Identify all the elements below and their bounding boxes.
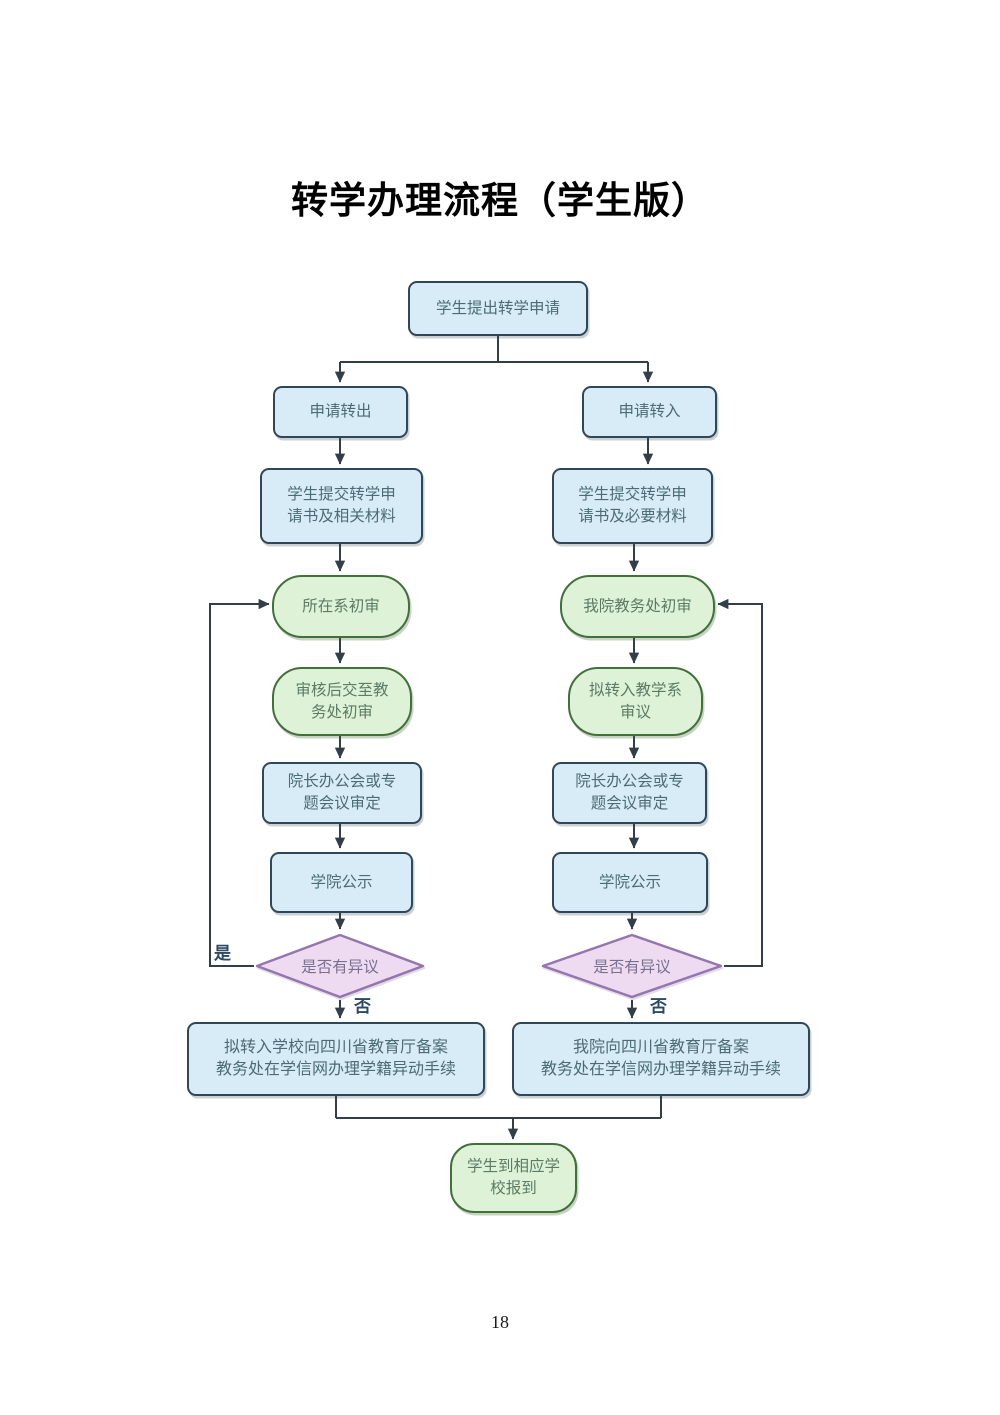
node-right-decision: 是否有异议 [540, 933, 724, 999]
node-right-dept-review: 拟转入教学系 审议 [568, 667, 703, 736]
connector-left-yes-loop [209, 598, 270, 967]
left-yes-label: 是 [214, 944, 231, 963]
node-right-office-review: 我院教务处初审 [560, 575, 715, 638]
node-left-decision: 是否有异议 [254, 933, 426, 999]
node-transfer-in: 申请转入 [582, 386, 717, 438]
node-left-publicity: 学院公示 [270, 852, 413, 913]
node-right-publicity: 学院公示 [552, 852, 708, 913]
node-start: 学生提出转学申请 [408, 281, 588, 336]
node-left-meeting: 院长办公会或专 题会议审定 [262, 762, 422, 824]
node-left-record: 拟转入学校向四川省教育厅备案 教务处在学信网办理学籍异动手续 [187, 1022, 485, 1096]
left-no-label: 否 [354, 997, 371, 1016]
node-transfer-out: 申请转出 [273, 386, 408, 438]
right-decision-diamond-shape [541, 933, 723, 999]
node-left-dept-review: 所在系初审 [272, 575, 410, 638]
node-right-submit: 学生提交转学申 请书及必要材料 [552, 468, 713, 544]
left-decision-label: 是否有异议 [301, 959, 379, 976]
node-end: 学生到相应学 校报到 [450, 1143, 577, 1213]
left-decision-diamond-shape [255, 933, 425, 999]
page-title: 转学办理流程（学生版） [291, 181, 709, 222]
node-left-submit: 学生提交转学申 请书及相关材料 [260, 468, 423, 544]
right-no-label: 否 [650, 997, 667, 1016]
right-decision-label: 是否有异议 [593, 959, 671, 976]
connector-right-yes-loop [717, 598, 763, 967]
page-number: 18 [491, 1312, 509, 1332]
node-right-record: 我院向四川省教育厅备案 教务处在学信网办理学籍异动手续 [512, 1022, 810, 1096]
node-left-office-review: 审核后交至教 务处初审 [272, 667, 412, 736]
node-right-meeting: 院长办公会或专 题会议审定 [552, 762, 707, 824]
